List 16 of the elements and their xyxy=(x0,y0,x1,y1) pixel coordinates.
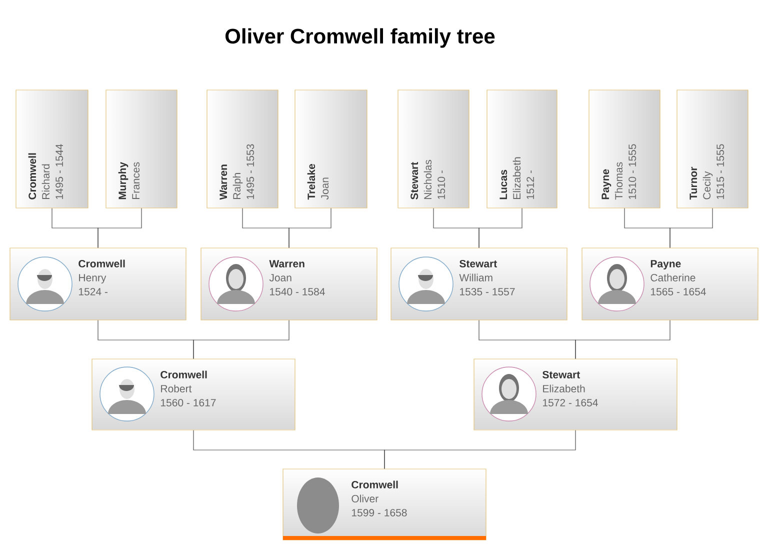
connector-line xyxy=(670,208,713,248)
person-card: Payne Thomas 1510 - 1555 xyxy=(588,90,660,208)
connector-line xyxy=(193,320,290,359)
person-card: Trelake Joan xyxy=(294,90,368,208)
connector-line xyxy=(478,208,522,248)
person-card: Warren Ralph 1495 - 1553 xyxy=(206,90,278,208)
connector-line xyxy=(98,208,142,248)
connector-line xyxy=(575,320,670,359)
connector-line xyxy=(384,430,576,469)
person-card: Lucas Elizabeth 1512 - xyxy=(486,90,558,208)
connector-line xyxy=(288,208,332,248)
title: Oliver Cromwell family tree xyxy=(225,28,495,48)
person-card: Murphy Frances xyxy=(106,90,178,208)
person-card: Stewart Nicholas 1510 - xyxy=(398,90,470,208)
person-card: Turnor Cecily 1515 - 1555 xyxy=(676,90,748,208)
person-card: Cromwell Richard 1495 - 1544 xyxy=(16,90,88,208)
